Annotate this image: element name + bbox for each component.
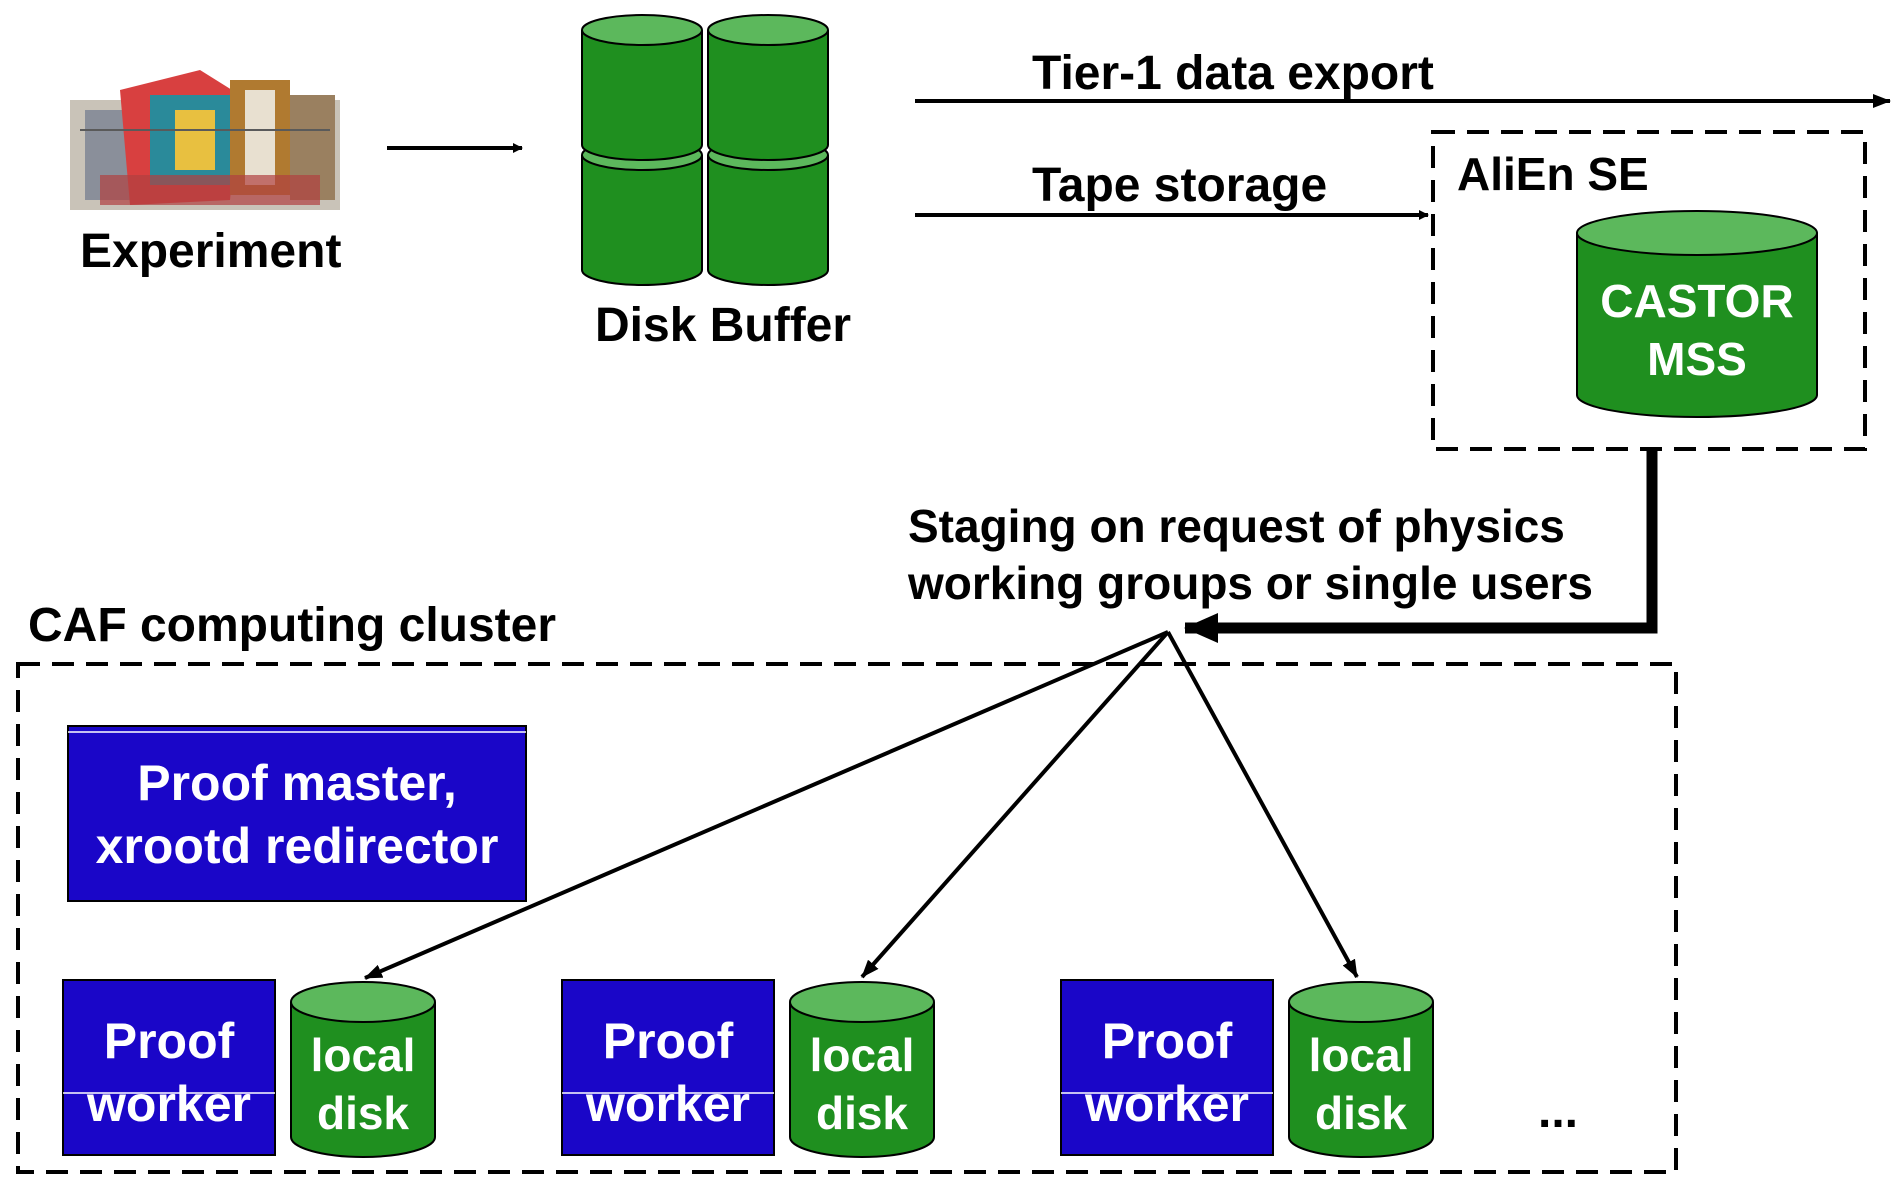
tier1-export-label: Tier-1 data export	[1032, 47, 1434, 100]
proof-master-line-2: xrootd redirector	[95, 818, 499, 874]
staging-label: Staging on request of physics working gr…	[908, 498, 1593, 612]
proof-worker-box	[1060, 979, 1274, 1156]
local-disk-cylinder	[290, 981, 436, 1158]
worker-line-1: Proof	[1101, 1013, 1233, 1069]
disk-line-2: disk	[815, 1087, 909, 1139]
alien-se-title: AliEn SE	[1457, 148, 1649, 200]
disk-line-2: disk	[1314, 1087, 1408, 1139]
staging-arrow	[1184, 449, 1658, 643]
worker-line-2: worker	[586, 1076, 750, 1132]
proof-worker-label: Proof worker	[562, 1010, 774, 1136]
caf-title: CAF computing cluster	[28, 599, 557, 652]
proof-master-box	[67, 725, 527, 902]
distribute-arrow-2	[860, 630, 1170, 979]
experiment-label: Experiment	[80, 225, 342, 278]
ellipsis-more-nodes: ...	[1538, 1085, 1579, 1138]
disk-line-1: local	[310, 1029, 416, 1081]
local-disk-label: local disk	[790, 1026, 934, 1142]
worker-line-2: worker	[1085, 1076, 1249, 1132]
proof-worker-label: Proof worker	[1061, 1010, 1273, 1136]
disk-line-2: disk	[316, 1087, 410, 1139]
disk-buffer-label: Disk Buffer	[595, 299, 852, 352]
local-disk-label: local disk	[291, 1026, 435, 1142]
proof-worker-box	[62, 979, 276, 1156]
castor-cylinder	[1576, 210, 1818, 418]
distribute-arrow-1	[364, 630, 1169, 980]
distribute-arrow-3	[1166, 631, 1359, 978]
proof-worker-box	[561, 979, 775, 1156]
local-disk-cylinder	[789, 981, 935, 1158]
caf-cluster-box	[16, 662, 1678, 1174]
staging-line-1: Staging on request of physics	[908, 500, 1565, 552]
worker-line-1: Proof	[103, 1013, 235, 1069]
experiment-detector-icon	[70, 70, 340, 210]
worker-line-2: worker	[87, 1076, 251, 1132]
staging-line-2: working groups or single users	[908, 557, 1594, 609]
castor-label: CASTOR MSS	[1577, 272, 1817, 388]
proof-master-label: Proof master, xrootd redirector	[68, 752, 526, 878]
castor-line-2: MSS	[1647, 333, 1747, 385]
disk-line-1: local	[1308, 1029, 1414, 1081]
local-disk-label: local disk	[1289, 1026, 1433, 1142]
worker-line-1: Proof	[602, 1013, 734, 1069]
disk-buffer-stack	[581, 14, 829, 286]
proof-master-line-1: Proof master,	[137, 755, 457, 811]
castor-line-1: CASTOR	[1600, 275, 1794, 327]
proof-worker-label: Proof worker	[63, 1010, 275, 1136]
local-disk-cylinder	[1288, 981, 1434, 1158]
tape-storage-label: Tape storage	[1032, 159, 1328, 212]
disk-line-1: local	[809, 1029, 915, 1081]
